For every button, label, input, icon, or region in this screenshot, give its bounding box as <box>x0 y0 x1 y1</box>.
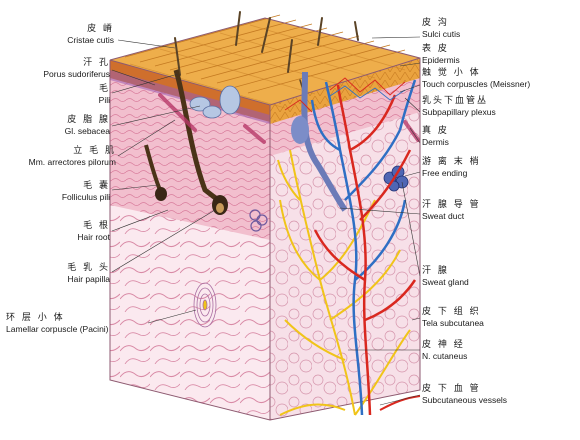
label-sulci-cutis: 皮 沟 Sulci cutis <box>422 18 460 40</box>
label-en: N. cutaneus <box>422 351 468 361</box>
label-zh: 立 毛 肌 <box>73 146 116 156</box>
label-en: Gl. sebacea <box>64 126 110 136</box>
label-zh: 毛 <box>98 84 110 94</box>
label-pacinian-corpuscle: 环 层 小 体 Lamellar corpuscle (Pacini) <box>6 313 109 335</box>
pacinian-corpuscle <box>193 282 217 328</box>
label-zh: 皮 下 血 管 <box>422 384 481 394</box>
label-en: Sweat duct <box>422 211 465 221</box>
label-zh: 汗 腺 <box>422 266 449 276</box>
label-zh: 皮 嵴 <box>87 24 114 34</box>
label-hair-papilla: 毛 乳 头 Hair papilla <box>67 263 110 285</box>
label-zh: 皮 下 组 织 <box>422 307 481 317</box>
label-sweat-gland: 汗 腺 Sweat gland <box>422 266 469 288</box>
right-face <box>270 58 420 420</box>
label-zh: 触 觉 小 体 <box>422 68 481 78</box>
label-subpapillary-plexus: 乳头下血管丛 Subpapillary plexus <box>422 96 496 118</box>
label-meissner: 触 觉 小 体 Touch corpuscles (Meissner) <box>422 68 530 90</box>
label-epidermis: 表 皮 Epidermis <box>422 44 460 66</box>
label-zh: 皮 神 经 <box>422 340 465 350</box>
label-en: Hair papilla <box>67 274 110 284</box>
label-free-ending: 游 离 末 梢 Free ending <box>422 157 481 179</box>
label-en: Hair root <box>77 232 110 242</box>
label-en: Cristae cutis <box>67 35 114 45</box>
label-en: Free ending <box>422 168 468 178</box>
label-pili: 毛 Pili <box>99 84 110 106</box>
label-zh: 真 皮 <box>422 126 449 136</box>
label-folliculus-pili: 毛 囊 Folliculus pili <box>62 181 110 203</box>
veins <box>310 79 417 416</box>
label-zh: 表 皮 <box>422 44 449 54</box>
label-en: Lamellar corpuscle (Pacini) <box>6 324 109 334</box>
label-zh: 毛 乳 头 <box>67 263 110 273</box>
label-en: Sulci cutis <box>422 29 461 39</box>
label-en: Epidermis <box>422 55 460 65</box>
label-zh: 环 层 小 体 <box>6 313 65 323</box>
sweat-duct <box>291 71 348 212</box>
top-surface <box>110 14 420 109</box>
label-en: Subpapillary plexus <box>422 107 496 117</box>
label-hair-root: 毛 根 Hair root <box>77 221 110 243</box>
sweat-coil-left <box>249 209 268 232</box>
hair-follicle-main <box>173 69 228 215</box>
label-porus-sudoriferus: 汗 孔 Porus sudoriferus <box>43 58 110 80</box>
label-zh: 乳头下血管丛 <box>422 96 489 106</box>
label-en: Porus sudoriferus <box>43 69 110 79</box>
subcutaneous-vessels <box>279 395 421 416</box>
label-zh: 游 离 末 梢 <box>422 157 481 167</box>
left-face <box>110 60 270 420</box>
label-cristae-cutis: 皮 嵴 Cristae cutis <box>67 24 114 46</box>
label-n-cutaneus: 皮 神 经 N. cutaneus <box>422 340 467 362</box>
label-en: Mm. arrectores pilorum <box>28 157 116 167</box>
label-en: Tela subcutanea <box>422 318 484 328</box>
label-tela-subcutanea: 皮 下 组 织 Tela subcutanea <box>422 307 484 329</box>
leader-lines <box>111 36 421 406</box>
label-en: Pili <box>98 95 110 105</box>
label-zh: 毛 根 <box>83 221 110 231</box>
label-en: Dermis <box>422 137 449 147</box>
label-subcutaneous-vessels: 皮 下 血 管 Subcutaneous vessels <box>422 384 507 406</box>
label-zh: 皮 脂 腺 <box>67 115 110 125</box>
hair-follicle-second <box>144 144 167 201</box>
label-en: Subcutaneous vessels <box>422 395 508 405</box>
label-arrectores-pilorum: 立 毛 肌 Mm. arrectores pilorum <box>29 146 116 168</box>
label-gl-sebacea: 皮 脂 腺 Gl. sebacea <box>65 115 110 137</box>
label-zh: 汗 腺 导 管 <box>422 200 481 210</box>
arteries <box>313 84 417 416</box>
label-dermis: 真 皮 Dermis <box>422 126 449 148</box>
label-zh: 汗 孔 <box>83 58 110 68</box>
sebaceous-gland <box>189 85 241 119</box>
label-sweat-duct: 汗 腺 导 管 Sweat duct <box>422 200 481 222</box>
label-en: Sweat gland <box>422 277 469 287</box>
label-en: Folliculus pili <box>61 192 110 202</box>
label-zh: 毛 囊 <box>83 181 110 191</box>
label-zh: 皮 沟 <box>422 18 449 28</box>
subpapillary-plexus <box>284 77 406 113</box>
label-en: Touch corpuscles (Meissner) <box>422 79 531 89</box>
